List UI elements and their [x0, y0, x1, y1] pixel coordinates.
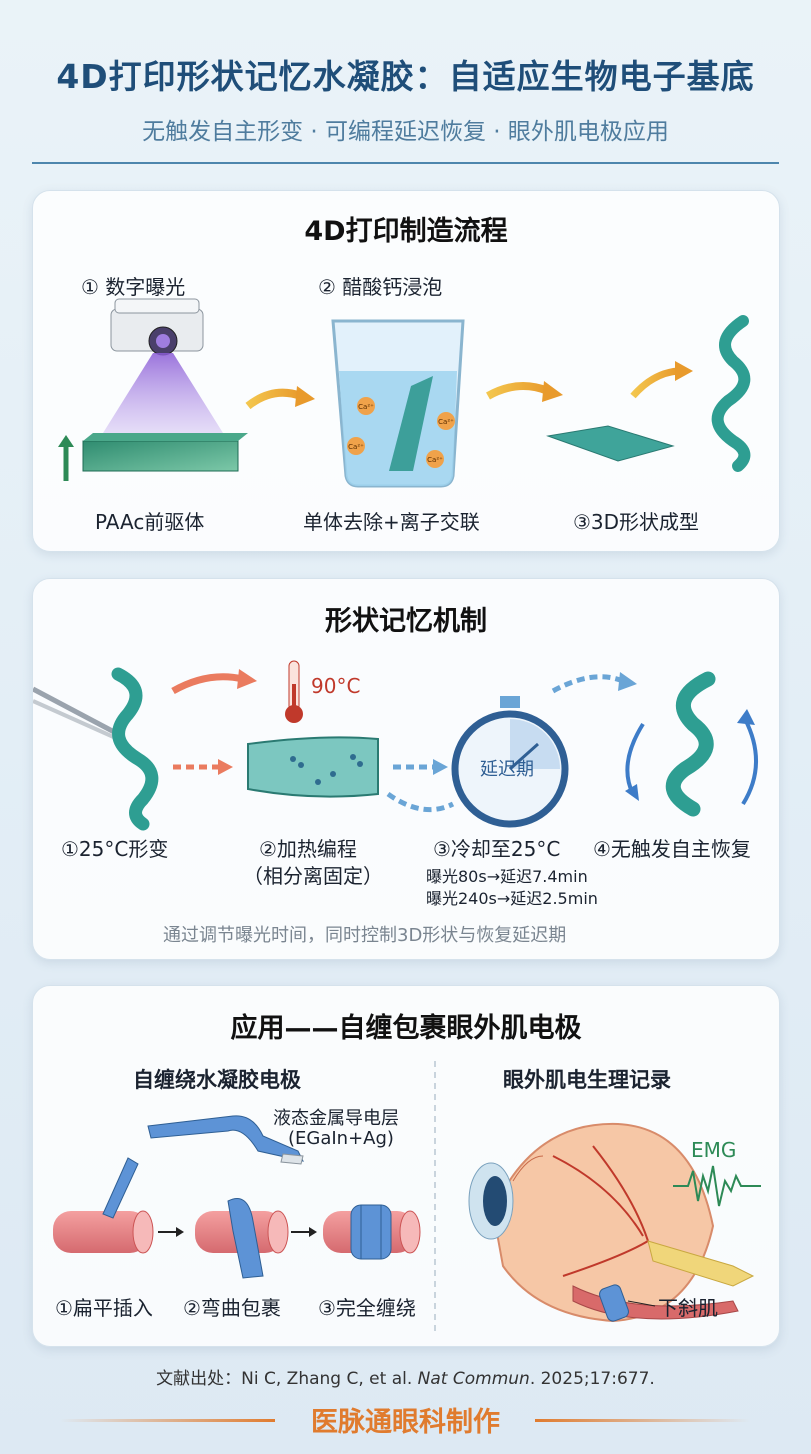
arrow-right-icon-2: [291, 1227, 317, 1237]
delay-period-label: 延迟期: [480, 759, 534, 780]
rotate-arrow-left-icon: [625, 722, 645, 795]
panel-mechanism: 90°C 延迟期 ①25°C形变 ②加热编程 （相分离固定） ③冷却至25°C …: [32, 578, 780, 960]
recording-subtitle: 眼外肌电生理记录: [503, 1068, 671, 1092]
tweezers-icon: [33, 686, 120, 741]
heat-arrow: [171, 673, 244, 695]
process-arrow-2: [486, 382, 550, 400]
emg-label: EMG: [691, 1138, 737, 1162]
beaker-icon: [331, 319, 465, 488]
inferior-oblique-label: 下斜肌: [658, 1296, 718, 1320]
conductive-layer-sublabel: (EGaIn+Ag): [288, 1128, 394, 1149]
panel1-title: 4D打印制造流程: [304, 216, 508, 247]
reference-details: . 2025;17:677.: [529, 1369, 655, 1389]
panel3-title: 应用——自缠包裹眼外肌电极: [230, 1013, 582, 1044]
recovery-arrow-top: [551, 674, 624, 694]
calcium-ion-label: Ca²⁺: [427, 456, 443, 464]
calcium-ion-label: Ca²⁺: [348, 443, 364, 451]
insert-step-label: ①扁平插入: [55, 1296, 153, 1320]
reference-citation: 文献出处：Ni C, Zhang C, et al. Nat Commun. 2…: [0, 1364, 811, 1389]
panel2-title: 形状记忆机制: [325, 606, 487, 637]
electrode-subtitle: 自缠绕水凝胶电极: [133, 1068, 301, 1092]
brand-line-right: [535, 1419, 750, 1422]
up-arrow-icon: [58, 435, 74, 481]
precursor-slab: [82, 440, 239, 472]
mechanism-illustration: [33, 660, 758, 831]
eye-illustration: [468, 1122, 755, 1323]
calcium-ion-icon: [347, 397, 455, 468]
conductive-layer-label: 液态金属导电层: [273, 1108, 399, 1129]
process-arrow-3: [630, 367, 679, 399]
cool-step-label: ③冷却至25°C: [433, 837, 561, 861]
dashed-arrow-blue-2: [386, 791, 455, 813]
shape-forming-label: ③3D形状成型: [573, 510, 700, 534]
phase-separation-label: （相分离固定）: [243, 864, 383, 888]
calcium-ion-label: Ca²⁺: [438, 418, 454, 426]
delay-value-1: 曝光80s→延迟7.4min: [426, 867, 588, 886]
delay-value-2: 曝光240s→延迟2.5min: [426, 889, 598, 908]
helix-recovered-icon: [665, 671, 716, 817]
deform-step-label: ①25°C形变: [61, 837, 169, 861]
emg-signal-trace: [673, 1165, 761, 1207]
stopwatch-icon: [451, 696, 569, 828]
thermometer-icon: [285, 660, 303, 723]
muscle-rod-2: [195, 1198, 289, 1279]
calcium-ion-label: Ca²⁺: [358, 403, 374, 411]
mechanism-note: 通过调节曝光时间，同时控制3D形状与恢复延迟期: [163, 925, 567, 946]
panel-application: 液态金属导电层 (EGaIn+Ag) ①扁平插入 ②弯曲包裹 ③完全缠绕 EMG…: [32, 985, 780, 1347]
page-subtitle: 无触发自主形变 · 可编程延迟恢复 · 眼外肌电极应用: [142, 119, 669, 145]
helix-gel-icon: [711, 315, 751, 472]
process-arrow-1: [245, 388, 303, 410]
header-divider: [32, 162, 779, 164]
reference-authors: 文献出处：Ni C, Zhang C, et al.: [156, 1369, 413, 1389]
crosslink-label: 单体去除+离子交联: [303, 510, 480, 534]
panel-fabrication: Ca²⁺Ca²⁺Ca²⁺Ca²⁺ ① 数字曝光 ② 醋酸钙浸泡 PAAc前驱体 …: [32, 190, 780, 552]
flat-gel-sheet: [546, 425, 675, 462]
helix-deformed-icon: [111, 667, 159, 831]
projector-icon: [110, 298, 204, 356]
conductive-strip: [147, 1115, 304, 1165]
heat-program-label: ②加热编程: [259, 837, 357, 861]
temperature-label: 90°C: [311, 674, 361, 698]
programmed-gel-sheet: [247, 736, 379, 798]
wrap-step-label: ②弯曲包裹: [183, 1296, 281, 1320]
muscle-rod-1: [53, 1157, 154, 1254]
fabrication-illustration: Ca²⁺ Ca²⁺ Ca²⁺ Ca²⁺: [58, 298, 751, 488]
uv-light-beam: [98, 353, 228, 441]
full-wrap-label: ③完全缠绕: [318, 1296, 416, 1320]
reference-journal: Nat Commun: [417, 1369, 530, 1389]
recovery-step-label: ④无触发自主恢复: [593, 837, 751, 861]
page-title: 4D打印形状记忆水凝胶：自适应生物电子基底: [56, 57, 755, 96]
brand-credit: 医脉通眼科制作: [311, 1407, 500, 1438]
rotate-arrow-right-icon: [741, 718, 758, 806]
step2-label: ② 醋酸钙浸泡: [318, 275, 443, 299]
application-illustration: [53, 1061, 761, 1331]
muscle-leader-line: [627, 1300, 656, 1307]
muscle-rod-3: [323, 1204, 421, 1260]
precursor-label: PAAc前驱体: [95, 510, 205, 534]
arrow-right-icon: [158, 1227, 184, 1237]
step1-label: ① 数字曝光: [81, 275, 186, 299]
brand-line-left: [60, 1419, 275, 1422]
